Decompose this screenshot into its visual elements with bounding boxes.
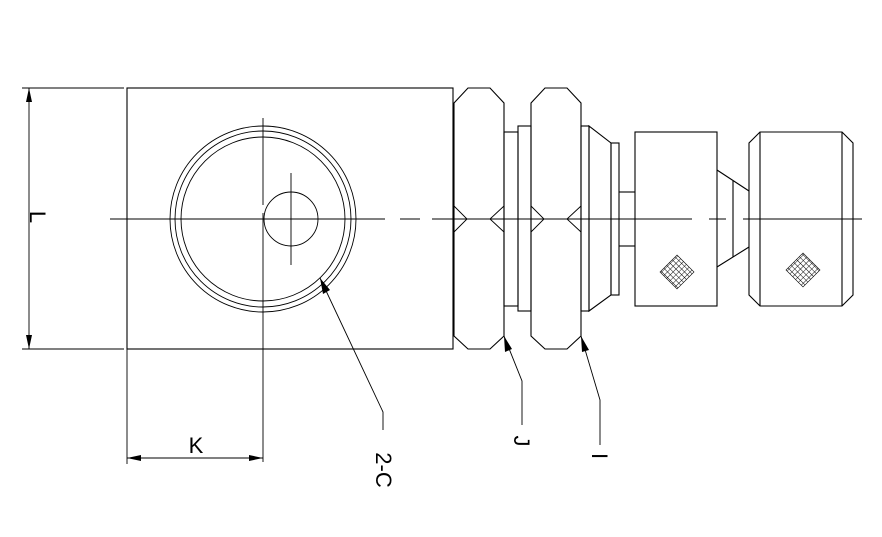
knob-body-1 bbox=[634, 131, 718, 307]
label-L: L bbox=[25, 211, 50, 223]
leader-I: I bbox=[580, 335, 612, 459]
port-circles bbox=[169, 118, 357, 462]
washer-2 bbox=[517, 125, 532, 312]
label-I: I bbox=[587, 453, 612, 459]
valve-body bbox=[126, 87, 454, 350]
knurl-icon bbox=[659, 254, 695, 290]
dimension-K: K bbox=[126, 349, 263, 464]
knurl-icon bbox=[785, 252, 821, 288]
label-2C: 2-C bbox=[371, 452, 396, 488]
fitting-body bbox=[580, 124, 854, 313]
dimension-L: L bbox=[22, 87, 124, 350]
leader-2C: 2-C bbox=[319, 277, 396, 488]
nut-J bbox=[453, 87, 505, 350]
nut-I bbox=[530, 87, 582, 350]
leader-J: J bbox=[503, 335, 534, 447]
label-J: J bbox=[509, 436, 534, 447]
label-K: K bbox=[189, 433, 204, 458]
